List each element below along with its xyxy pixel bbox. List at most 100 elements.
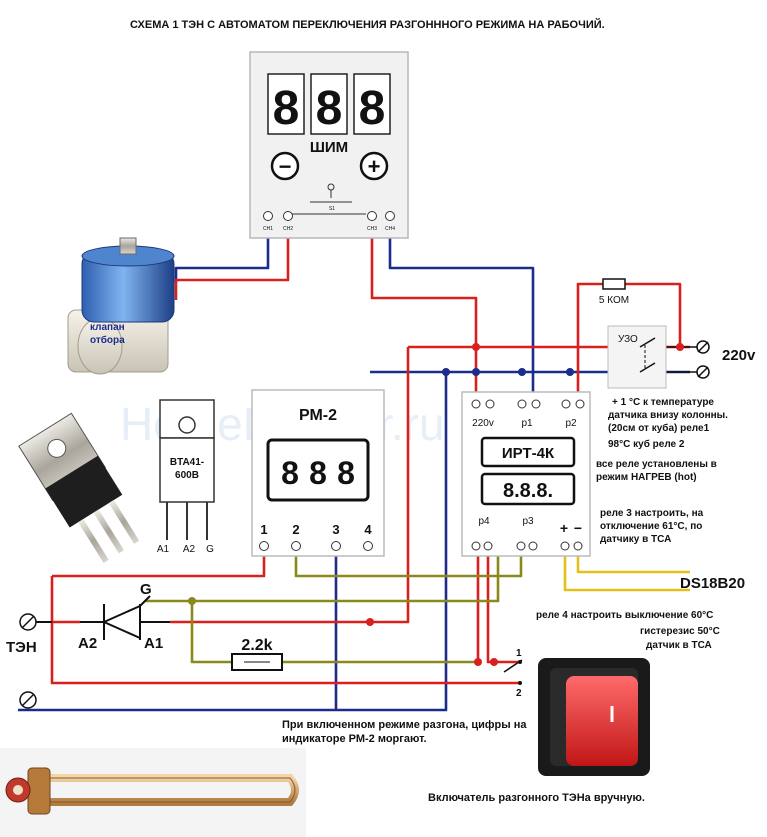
notes-relays-1-2: + 1 °С к температуре датчика внизу колон… xyxy=(596,397,728,483)
triac-photo xyxy=(18,412,140,563)
note-line-6: режим НАГРЕВ (hot) xyxy=(596,472,697,483)
resistor-2k2: 2.2k xyxy=(231,637,283,671)
irt-terminal-p3-a xyxy=(516,541,526,551)
rm2-relay-module: РМ-2 8 8 8 1 2 3 4 xyxy=(251,389,385,557)
irt4k-controller: 220v p1 p2 ИРТ-4К 8.8.8. p4 p3 + − xyxy=(461,391,591,557)
triac-bta41: BTA41- 600B A1 A2 G xyxy=(157,399,215,555)
irt-label-minus: − xyxy=(574,520,582,536)
notes-relay-3: реле 3 настроить, на отключение 61°С, по… xyxy=(600,508,704,545)
sensor-label: DS18B20 xyxy=(680,575,745,592)
relay3-line-3: датчику в ТСА xyxy=(600,534,671,545)
triac-pin-a2: A2 xyxy=(183,544,196,555)
diode-label-a2: A2 xyxy=(78,635,97,652)
resistor-5kom: 5 КОМ xyxy=(599,278,629,306)
caption-bottom: Включатель разгонного ТЭНа вручную. xyxy=(428,792,645,804)
irt-terminal-minus xyxy=(573,541,583,551)
heater-element-photo xyxy=(0,748,306,837)
wire-red-p4 xyxy=(486,546,520,664)
shim-display-digit-3 xyxy=(353,73,391,135)
rm2-digit-3: 8 xyxy=(337,455,355,491)
triac-label-line-1: BTA41- xyxy=(170,457,204,468)
triac-symbol xyxy=(80,595,170,640)
rm2-pin-1-label: 1 xyxy=(260,522,267,537)
shim-plus-label: + xyxy=(368,154,381,179)
wire-shim-valve-blue xyxy=(174,225,270,282)
rm2-pin-4-label: 4 xyxy=(364,522,372,537)
shim-digit-1: 8 xyxy=(273,82,300,135)
wire-shim-valve-red xyxy=(174,225,290,300)
wire-red-a1-b xyxy=(50,622,520,685)
wires xyxy=(18,225,700,712)
rocker-switch-photo xyxy=(538,658,650,776)
rm2-digit-1: 8 xyxy=(281,455,299,491)
ten-terminals: ТЭН xyxy=(6,613,52,709)
rm2-pin-3-label: 3 xyxy=(332,522,339,537)
note-bottom-line-1: При включенном режиме разгона, цифры на xyxy=(282,719,527,731)
diode-label-a1: A1 xyxy=(144,635,163,652)
wire-olive-rm2-2 xyxy=(294,546,523,578)
note-line-5: все реле установлены в xyxy=(596,459,717,470)
rm2-digit-2: 8 xyxy=(309,455,327,491)
shim-digit-2: 8 xyxy=(316,82,343,135)
irt-terminal-220-a xyxy=(471,399,481,409)
irt-label-220v: 220v xyxy=(472,418,494,429)
mains-terminals: 220v xyxy=(696,340,756,379)
wire-red-l-left xyxy=(50,576,80,624)
shim-plus-button[interactable] xyxy=(359,151,389,181)
solenoid-valve-image: клапан отбора xyxy=(67,237,175,375)
resistor-5kom-label: 5 КОМ xyxy=(599,295,629,306)
shim-pin-ch4: CH4 xyxy=(385,226,395,232)
note-bottom-line-2: индикаторе РМ-2 моргают. xyxy=(282,733,427,745)
note-line-1: + 1 °С к температуре xyxy=(612,397,714,408)
irt-terminal-plus xyxy=(560,541,570,551)
shim-terminal-ch2 xyxy=(283,211,293,221)
irt-label-plus: + xyxy=(560,520,568,536)
wire-red-5kom-b xyxy=(625,282,682,347)
irt-label-p3: p3 xyxy=(522,516,534,527)
irt-label-p2: p2 xyxy=(565,418,577,429)
irt-label: ИРТ-4К xyxy=(502,445,555,462)
wire-red-p3 xyxy=(476,546,535,662)
shim-minus-button[interactable] xyxy=(270,151,300,181)
resistor-2k2-label: 2.2k xyxy=(241,637,272,654)
switch-pin-2: 2 xyxy=(516,688,522,699)
uzo-breaker: УЗО xyxy=(607,325,667,389)
diagram-title: СХЕМА 1 ТЭН С АВТОМАТОМ ПЕРЕКЛЮЧЕНИЯ РАЗ… xyxy=(130,18,605,31)
wire-olive-g xyxy=(145,546,500,603)
ten-label: ТЭН xyxy=(6,639,37,656)
shim-digit-3: 8 xyxy=(359,82,386,135)
triac-pin-g: G xyxy=(206,544,214,555)
valve-label-line-1: клапан xyxy=(90,322,125,333)
valve-label-line-2: отбора xyxy=(90,334,125,346)
relay3-line-1: реле 3 настроить, на xyxy=(600,508,704,519)
shim-pin-ch3: CH3 xyxy=(367,226,377,232)
relay3-line-2: отключение 61°С, по xyxy=(600,521,702,532)
triac-pin-a1: A1 xyxy=(157,544,170,555)
note-line-4: 98°С куб реле 2 xyxy=(608,438,685,450)
uzo-label: УЗО xyxy=(618,334,638,345)
wire-red-vertical xyxy=(372,347,410,624)
rm2-label: РМ-2 xyxy=(299,407,337,424)
shim-pin-ch2: CH2 xyxy=(283,226,293,232)
shim-switch-s1 xyxy=(290,183,366,215)
shim-display-digit-2 xyxy=(310,73,348,135)
note-line-2: датчика внизу колонны. xyxy=(608,410,728,421)
rm2-terminal-4 xyxy=(363,541,373,551)
note-line-3: (20см от куба) реле1 xyxy=(608,422,710,434)
switch-symbol: 1 2 xyxy=(503,648,523,699)
shim-terminal-ch3 xyxy=(367,211,377,221)
irt-terminal-p1-a xyxy=(517,399,527,409)
rm2-terminal-3 xyxy=(331,541,341,551)
irt-label-p4: p4 xyxy=(478,516,490,527)
wire-shim-irt-red xyxy=(370,225,478,402)
irt-terminal-p4-b xyxy=(483,541,493,551)
shim-switch-label: S1 xyxy=(329,206,335,212)
shim-terminal-ch4 xyxy=(385,211,395,221)
triac-label-line-2: 600B xyxy=(175,470,199,481)
wire-red-5kom xyxy=(576,282,605,402)
diode-label-g: G xyxy=(140,581,152,598)
irt-display: 8.8.8. xyxy=(503,480,553,502)
shim-display-digit-1 xyxy=(267,73,305,135)
rm2-terminal-1 xyxy=(259,541,269,551)
